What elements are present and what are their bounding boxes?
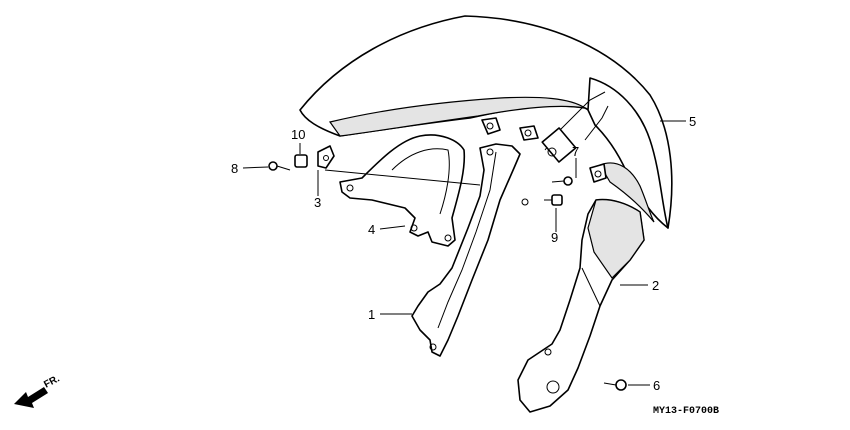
callout-2: 2 <box>652 278 659 293</box>
front-fender-part-5 <box>299 15 673 229</box>
bolt-part-9 <box>544 194 563 206</box>
screw-part-7 <box>551 176 573 186</box>
bolt-part-8 <box>268 161 291 171</box>
callout-5: 5 <box>689 114 696 129</box>
callout-9: 9 <box>551 230 558 245</box>
callout-8: 8 <box>231 161 238 176</box>
callout-6: 6 <box>653 378 660 393</box>
drawing-code: MY13-F0700B <box>653 406 719 417</box>
clip-part-3 <box>317 145 335 169</box>
fender-bracket-part-4 <box>339 134 466 247</box>
front-direction-arrow: FR. <box>14 373 62 408</box>
callout-7: 7 <box>572 144 579 159</box>
fender-stay-part-1 <box>411 143 529 357</box>
direction-label: FR. <box>42 373 62 390</box>
collar-part-10 <box>294 154 308 168</box>
screw-part-6 <box>603 379 627 391</box>
callout-4: 4 <box>368 222 375 237</box>
callout-10: 10 <box>291 127 305 142</box>
callout-1: 1 <box>368 307 375 322</box>
lower-cover-part-2 <box>517 198 645 413</box>
callout-3: 3 <box>314 195 321 210</box>
